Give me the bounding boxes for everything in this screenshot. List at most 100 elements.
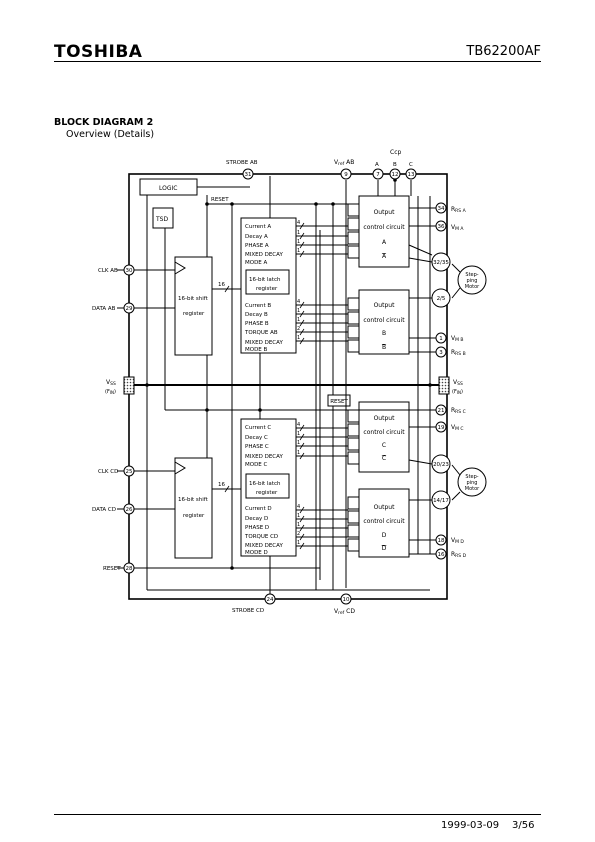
pin-18 (435, 534, 447, 546)
pin-7 (372, 168, 384, 180)
out-c-letter-bar: C (382, 455, 386, 462)
reset-internal-label: RESET (211, 197, 229, 203)
pin-21 (435, 404, 447, 416)
mux-ab-4: MODE A (245, 260, 268, 266)
reset-pin-label: RESET (103, 566, 121, 572)
bits-ab-2: 1 (297, 239, 300, 245)
pin-19 (435, 421, 447, 433)
mux-ab-5: Current B (245, 303, 271, 309)
latch-ab-l2: register (256, 286, 278, 292)
pin-16 (435, 548, 447, 560)
footer-rule (54, 814, 541, 815)
rs-b-label: RRS B (451, 349, 466, 357)
out-b-letter-bar: B (382, 344, 386, 351)
logic-label: LOGIC (159, 185, 177, 192)
bits-ab-0: 4 (297, 220, 300, 226)
vss-pad-left (123, 376, 135, 395)
pin-29 (123, 302, 135, 314)
pin-32-35-num: 32/35 (433, 260, 449, 266)
data-cd-label: DATA CD (92, 507, 116, 513)
mux-cd-9: MIXED DECAY (245, 543, 283, 549)
mux-ab-3: MIXED DECAY (245, 252, 283, 258)
ccp-b-label: B (393, 162, 397, 168)
rs-d-label: RRS D (451, 551, 467, 559)
shift-register-ab (174, 256, 213, 356)
pin-20-23 (431, 454, 451, 474)
vm-d-label: VM D (451, 537, 464, 545)
mux-cd-1: Decay C (245, 435, 268, 441)
pin-34 (435, 202, 447, 214)
mux-ab-1: Decay A (245, 234, 268, 240)
shift-reg-cd-l2: register (183, 513, 205, 519)
bits-cd-7: 2 (297, 531, 300, 537)
bits-ab-4: 4 (297, 299, 300, 305)
mux-cd-8: TORQUE CD (244, 534, 278, 540)
pin-25-num: 25 (126, 469, 133, 475)
out-a-letter-bar: A (382, 253, 387, 260)
vm-a-label: VM A (451, 224, 464, 232)
pin-31 (242, 168, 254, 180)
out-a-l1: Output (374, 209, 395, 216)
pin-24 (264, 593, 276, 605)
section-title: BLOCK DIAGRAM 2 (54, 117, 154, 128)
stepping-motor-ab (457, 265, 487, 295)
pin-32-35 (431, 252, 451, 272)
ccp-label: Ccp (390, 149, 401, 156)
mux-cd-2: PHASE C (245, 444, 269, 450)
motor-cd-l3: Motor (465, 486, 480, 492)
clock-edge-ab (174, 261, 186, 275)
pin-30 (123, 264, 135, 276)
latch-register-cd (245, 473, 290, 499)
mux-ab-2: PHASE A (245, 243, 269, 249)
footer-date: 1999-03-09 (441, 820, 500, 831)
pin-12 (389, 168, 401, 180)
vref-cd-label: Vref CD (334, 608, 355, 616)
bits-cd-5: 1 (297, 513, 300, 519)
pin-36-num: 36 (438, 224, 445, 230)
out-b-letter: B (382, 330, 386, 337)
pin-28-num: 28 (126, 566, 133, 572)
tsd-box (152, 207, 174, 229)
bus-width-cd: 16 (218, 482, 225, 488)
bits-ab-6: 1 (297, 317, 300, 323)
pin-12-num: 12 (392, 172, 399, 178)
out-d-l2: control circuit (363, 518, 405, 525)
pin-16-num: 16 (438, 552, 445, 558)
bits-cd-2: 1 (297, 440, 300, 446)
out-a-l2: control circuit (363, 224, 405, 231)
pin-3-num: 3 (439, 350, 443, 356)
mux-cd-3: MIXED DECAY (245, 454, 283, 460)
mux-cd-5: Current D (245, 506, 272, 512)
shift-reg-ab-l2: register (183, 311, 205, 317)
latch-cd-l2: register (256, 490, 278, 496)
motor-cd-l2: ping (467, 480, 478, 486)
bits-ab-3: 1 (297, 248, 300, 254)
pin-21-num: 21 (438, 408, 445, 414)
pin-13 (405, 168, 417, 180)
pin-9-num: 9 (344, 172, 348, 178)
pin-14-17-num: 14/17 (433, 498, 449, 504)
header-rule (54, 61, 541, 62)
part-number: TB62200AF (466, 44, 541, 59)
rs-a-label: RRS A (451, 206, 467, 214)
mux-cd-4: MODE C (245, 462, 268, 468)
tsd-label: TSD (155, 216, 168, 223)
motor-ab-l2: ping (467, 278, 478, 284)
strobe-ab-label: STROBE AB (226, 160, 258, 166)
strobe-cd-label: STROBE CD (232, 608, 264, 614)
rs-c-label: RRS C (451, 407, 466, 415)
pin-25 (123, 465, 135, 477)
pin-10 (340, 593, 352, 605)
out-b-l2: control circuit (363, 317, 405, 324)
pin-26 (123, 503, 135, 515)
control-block-ab (240, 217, 297, 354)
fin-right-label: (FIN) (452, 389, 463, 395)
pin-26-num: 26 (126, 507, 133, 513)
bits-cd-3: 1 (297, 450, 300, 456)
pin-10-num: 10 (343, 597, 350, 603)
pin-34-num: 34 (438, 206, 445, 212)
mux-ab-0: Current A (245, 224, 271, 230)
bits-cd-0: 4 (297, 422, 300, 428)
data-ab-label: DATA AB (92, 306, 116, 312)
bits-cd-1: 1 (297, 431, 300, 437)
